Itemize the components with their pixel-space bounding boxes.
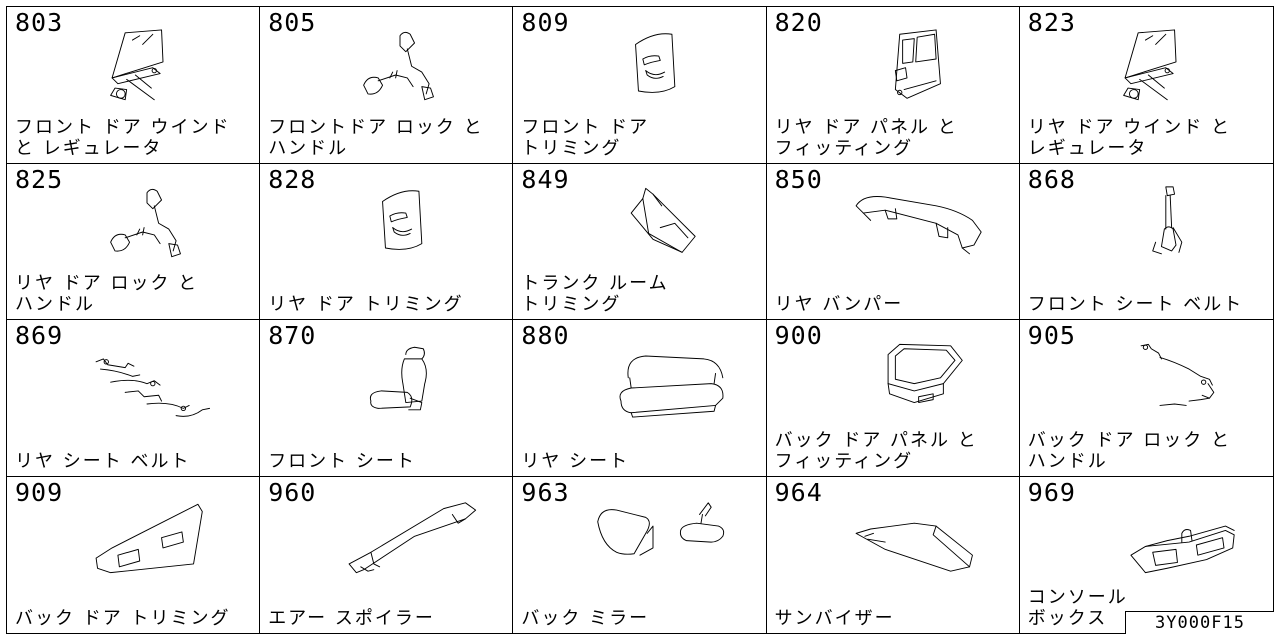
spoiler-icon xyxy=(320,485,480,589)
part-cell-963[interactable]: 963 バック ミラー xyxy=(513,476,767,633)
part-cell-960[interactable]: 960 エアー スポイラー xyxy=(260,476,514,633)
part-cell-803[interactable]: 803 フロント ドア ウインド と レギュレータ xyxy=(7,7,261,164)
console-box-icon xyxy=(1080,485,1240,589)
part-code: 900 xyxy=(774,321,823,350)
part-code: 849 xyxy=(521,164,570,194)
part-code: 825 xyxy=(15,164,64,194)
door-trim-panel-icon xyxy=(320,172,480,276)
part-cell-849[interactable]: 849 トランク ルーム トリミング xyxy=(513,163,767,320)
part-cell-809[interactable]: 809 フロント ドア トリミング xyxy=(513,7,767,164)
part-code: 805 xyxy=(268,8,317,37)
part-label: バック ドア ロック と ハンドル xyxy=(1027,429,1231,472)
seat-belt-icon xyxy=(1080,172,1240,276)
door-trim-panel-icon xyxy=(573,15,733,119)
part-label: エアー スポイラー xyxy=(268,608,435,629)
part-code: 868 xyxy=(1027,164,1076,194)
rear-seat-belt-icon xyxy=(67,328,227,432)
window-regulator-icon xyxy=(1080,15,1240,119)
part-label: リヤ バンパー xyxy=(774,294,904,315)
part-cell-880[interactable]: 880 リヤ シート xyxy=(513,320,767,477)
part-code: 964 xyxy=(774,477,823,507)
back-door-panel-icon xyxy=(827,328,987,432)
part-cell-870[interactable]: 870 フロント シート xyxy=(260,320,514,477)
part-code: 850 xyxy=(774,164,823,194)
part-code: 809 xyxy=(521,8,570,37)
part-cell-823[interactable]: 823 リヤ ドア ウインド と レギュレータ xyxy=(1019,7,1273,164)
diagram-code: 3Y000F15 xyxy=(1125,611,1274,634)
part-cell-820[interactable]: 820 リヤ ドア パネル と フィッティング xyxy=(766,7,1020,164)
part-cell-905[interactable]: 905 バック ドア ロック と ハンドル xyxy=(1019,320,1273,477)
part-code: 823 xyxy=(1027,8,1076,37)
trunk-trim-icon xyxy=(573,172,733,276)
part-label: フロントドア ロック と ハンドル xyxy=(268,116,484,159)
mirror-icon xyxy=(573,485,733,589)
part-code: 905 xyxy=(1027,321,1076,350)
part-label: フロント シート ベルト xyxy=(1027,294,1244,315)
part-cell-969[interactable]: 969 コンソール ボックス xyxy=(1020,477,1273,634)
part-cell-909[interactable]: 909 バック ドア トリミング xyxy=(7,476,261,633)
part-code: 870 xyxy=(268,321,317,350)
part-label: フロント シート xyxy=(268,450,416,472)
part-label: リヤ シート xyxy=(521,450,630,472)
rear-seat-icon xyxy=(573,328,733,432)
part-code: 869 xyxy=(15,321,64,350)
part-label: バック ドア パネル と フィッティング xyxy=(774,429,978,472)
part-cell-868[interactable]: 868 フロント シート ベルト xyxy=(1019,164,1273,320)
part-label: バック ミラー xyxy=(521,608,650,629)
parts-grid: 803 フロント ドア ウインド と レギュレータ 805 フロントドア ロック と … xyxy=(6,6,1274,634)
part-code: 960 xyxy=(268,477,317,507)
part-label: リヤ シート ベルト xyxy=(15,450,191,472)
door-lock-handle-icon xyxy=(320,15,480,119)
part-cell-825[interactable]: 825 リヤ ドア ロック と ハンドル xyxy=(7,163,261,320)
part-cell-900[interactable]: 900 バック ドア パネル と フィッティング xyxy=(766,320,1020,477)
part-code: 963 xyxy=(521,477,570,507)
part-code: 803 xyxy=(15,8,64,37)
part-code: 820 xyxy=(774,8,823,37)
front-seat-icon xyxy=(320,328,480,432)
back-door-lock-icon xyxy=(1080,328,1240,432)
part-label: バック ドア トリミング xyxy=(15,608,231,629)
window-regulator-icon xyxy=(67,15,227,119)
part-label: サンバイザー xyxy=(774,608,895,629)
part-label: リヤ ドア ウインド と レギュレータ xyxy=(1027,116,1231,159)
part-code: 909 xyxy=(15,477,64,507)
part-label: フロント ドア トリミング xyxy=(521,116,650,159)
door-panel-icon xyxy=(827,15,987,119)
part-cell-869[interactable]: 869 リヤ シート ベルト xyxy=(7,320,261,477)
rear-bumper-icon xyxy=(827,172,987,276)
part-label: リヤ ドア トリミング xyxy=(268,294,464,315)
part-cell-805[interactable]: 805 フロントドア ロック と ハンドル xyxy=(260,7,514,164)
part-label: コンソール ボックス xyxy=(1027,587,1128,629)
part-cell-964[interactable]: 964 サンバイザー xyxy=(767,476,1020,633)
part-code: 969 xyxy=(1027,477,1076,507)
part-label: フロント ドア ウインド と レギュレータ xyxy=(15,116,231,159)
part-label: リヤ ドア ロック と ハンドル xyxy=(15,273,199,315)
back-door-trim-icon xyxy=(67,485,227,589)
part-cell-828[interactable]: 828 リヤ ドア トリミング xyxy=(260,163,514,320)
part-label: トランク ルーム トリミング xyxy=(521,273,669,315)
part-label: リヤ ドア パネル と フィッティング xyxy=(774,116,958,159)
part-code: 828 xyxy=(268,164,317,194)
door-lock-handle-icon xyxy=(67,172,227,276)
part-code: 880 xyxy=(521,321,570,350)
sun-visor-icon xyxy=(827,485,987,589)
part-cell-850[interactable]: 850 リヤ バンパー xyxy=(766,163,1020,320)
